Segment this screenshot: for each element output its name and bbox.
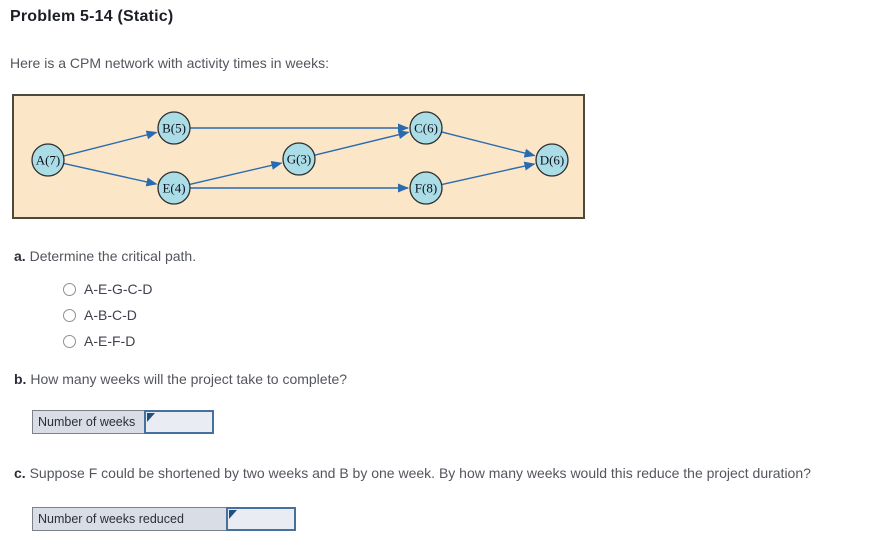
node-label: G(3) [287, 152, 312, 167]
node-label: A(7) [36, 153, 61, 168]
number-of-weeks-reduced-input[interactable] [228, 509, 294, 529]
edge-A-B [63, 130, 158, 157]
edge-C-D [441, 131, 536, 158]
radio-option-label: A-E-G-C-D [84, 281, 153, 297]
question-c-letter: c. [14, 465, 26, 481]
cpm-network-diagram: A(7) B(5) E(4) G(3) C(6) F(8) D(6) [12, 94, 585, 219]
node-label: C(6) [414, 121, 438, 136]
edge-A-E [63, 162, 158, 187]
node-label: D(6) [540, 153, 565, 168]
intro-text: Here is a CPM network with activity time… [10, 55, 329, 71]
question-b-letter: b. [14, 371, 27, 387]
number-of-weeks-cell [144, 410, 214, 434]
node-label: E(4) [162, 181, 185, 196]
radio-button-icon[interactable] [63, 334, 76, 348]
node-D: D(6) [535, 143, 569, 177]
radio-option-a-e-g-c-d[interactable]: A-E-G-C-D [63, 281, 152, 297]
question-c-text: c. Suppose F could be shortened by two w… [14, 465, 811, 481]
radio-option-a-e-f-d[interactable]: A-E-F-D [63, 333, 152, 349]
node-E: E(4) [157, 171, 191, 205]
node-A: A(7) [31, 143, 65, 177]
radio-option-label: A-E-F-D [84, 333, 136, 349]
node-label: F(8) [415, 181, 437, 196]
number-of-weeks-label: Number of weeks [32, 410, 145, 434]
node-F: F(8) [409, 171, 443, 205]
question-a-letter: a. [14, 248, 26, 264]
cpm-network-svg: A(7) B(5) E(4) G(3) C(6) F(8) D(6) [31, 111, 569, 205]
number-of-weeks-answer-row: Number of weeks [32, 410, 214, 434]
number-of-weeks-reduced-answer-row: Number of weeks reduced [32, 507, 296, 531]
question-a-text: a. Determine the critical path. [14, 248, 197, 264]
edge-F-D [441, 161, 536, 186]
page-title: Problem 5-14 (Static) [10, 8, 174, 25]
radio-button-icon[interactable] [63, 282, 76, 296]
radio-option-label: A-B-C-D [84, 307, 137, 323]
radio-option-a-b-c-d[interactable]: A-B-C-D [63, 307, 152, 323]
radio-button-icon[interactable] [63, 308, 76, 322]
node-B: B(5) [157, 111, 191, 145]
number-of-weeks-reduced-label: Number of weeks reduced [32, 507, 227, 531]
number-of-weeks-reduced-cell [226, 507, 296, 531]
edge-E-G [189, 160, 283, 186]
edge-G-C [314, 130, 410, 156]
node-label: B(5) [162, 121, 186, 136]
number-of-weeks-input[interactable] [146, 412, 212, 432]
node-C: C(6) [409, 111, 443, 145]
critical-path-radio-group: A-E-G-C-D A-B-C-D A-E-F-D [63, 281, 152, 349]
node-G: G(3) [282, 142, 316, 176]
question-b-text: b. How many weeks will the project take … [14, 371, 348, 387]
